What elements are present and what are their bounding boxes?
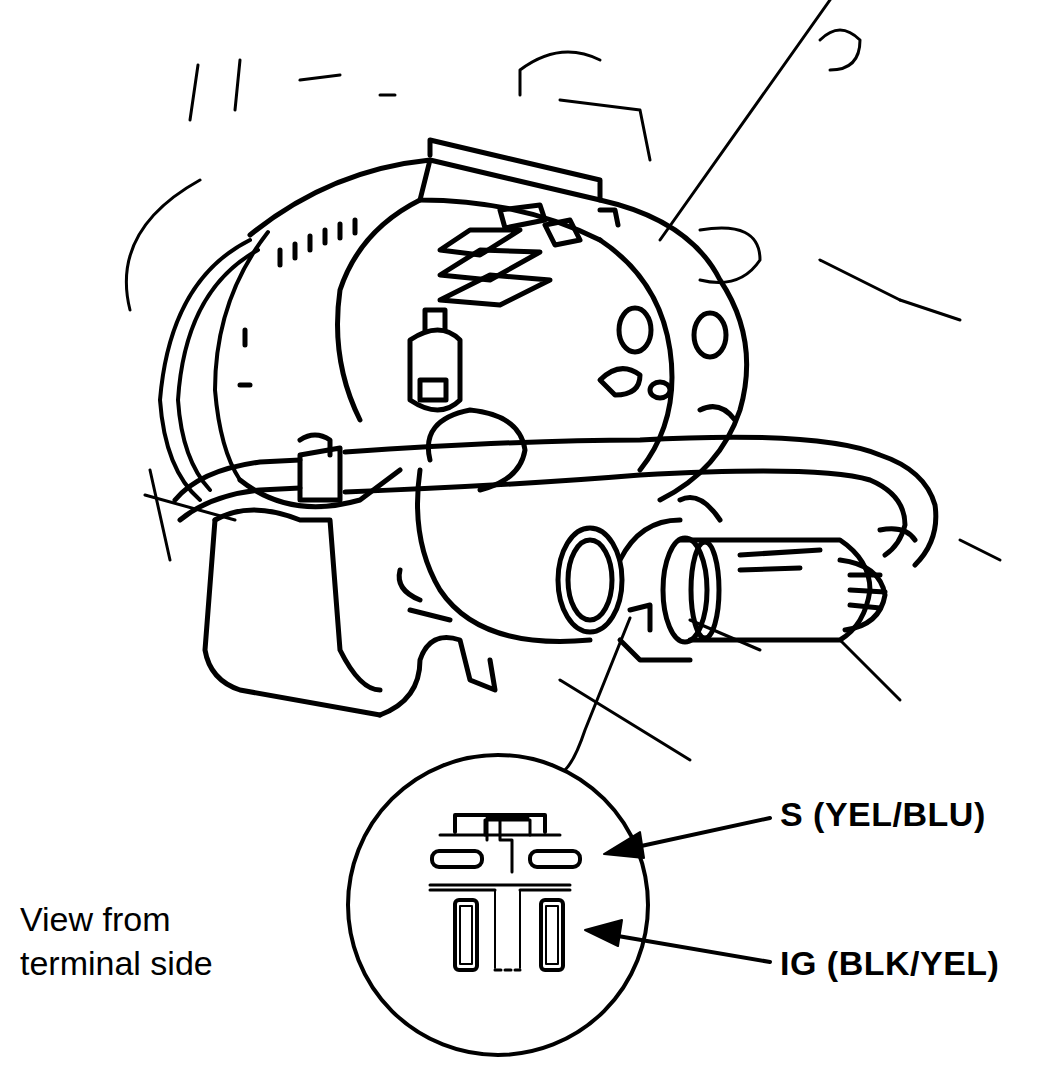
wire-harness (175, 435, 936, 565)
connector-inset (348, 755, 648, 1055)
pointer-arrow (585, 818, 770, 962)
engine-outline (126, 0, 1000, 760)
mounting-bracket (205, 510, 495, 715)
alternator-body (240, 140, 747, 660)
view-note: View from terminal side (20, 897, 270, 985)
terminal-label: S (YEL/BLU) (780, 792, 1050, 836)
connector-plug (663, 538, 885, 642)
pulley (160, 232, 268, 500)
terminal-label: IG (BLK/YEL) (780, 941, 1050, 985)
leader-line (565, 618, 630, 770)
